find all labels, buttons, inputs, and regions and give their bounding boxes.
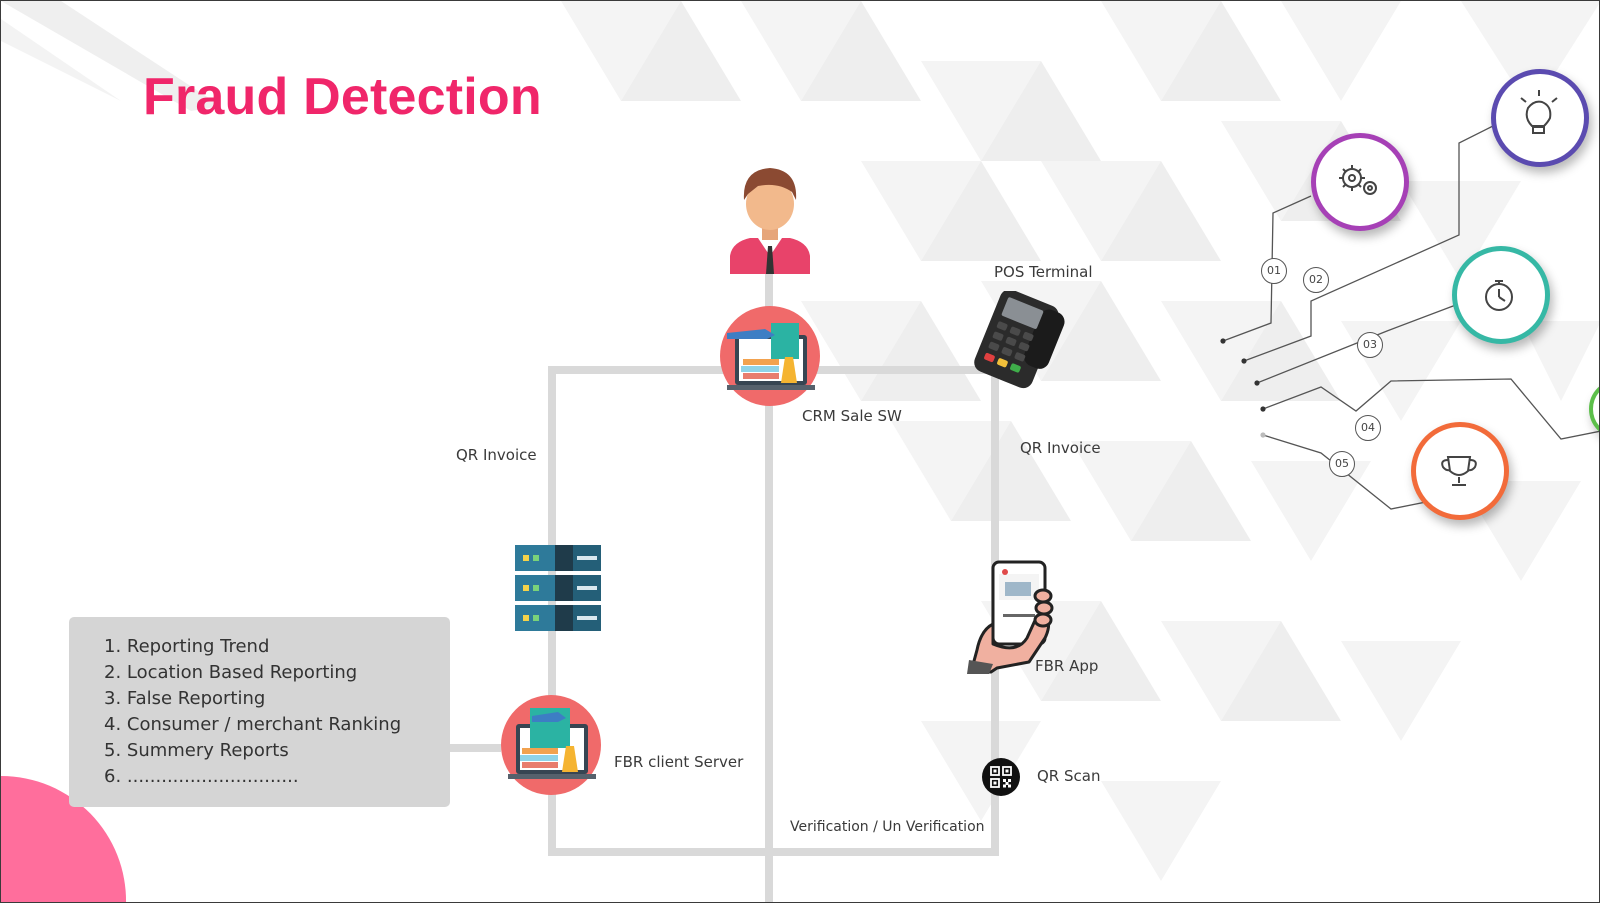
stopwatch-icon: [1485, 280, 1513, 311]
step-number-03: 03: [1357, 332, 1383, 358]
verification-label: Verification / Un Verification: [790, 819, 985, 835]
right-connector: [548, 370, 999, 856]
list-item: 2. Location Based Reporting: [104, 662, 358, 683]
step-number-05: 05: [1329, 451, 1355, 477]
step-circle-trophy: [1411, 422, 1509, 520]
corner-decoration: [1, 1, 221, 111]
reports-list: 1. Reporting Trend 2. Location Based Rep…: [104, 634, 401, 790]
step-circle-stopwatch: [1452, 246, 1550, 344]
step-number-04: 04: [1355, 415, 1381, 441]
phone-in-hand-icon: [967, 560, 1054, 674]
qr-invoice-left-label: QR Invoice: [456, 446, 537, 464]
crm-sale-sw-label: CRM Sale SW: [802, 407, 902, 425]
fbr-app-label: FBR App: [1035, 657, 1099, 675]
step-circle-lightbulb: [1491, 69, 1589, 167]
trophy-icon: [1441, 456, 1477, 486]
step-circle-gears: [1311, 133, 1409, 231]
list-item: 5. Summery Reports: [104, 740, 289, 761]
user-icon: [730, 168, 810, 274]
top-connector: [548, 366, 995, 744]
pos-terminal-label: POS Terminal: [994, 263, 1093, 281]
lightbulb-icon: [1520, 90, 1558, 134]
step-number-01: 01: [1261, 258, 1287, 284]
fbr-client-server-label: FBR client Server: [614, 753, 744, 771]
pink-accent-shape: [1, 776, 126, 902]
list-item: 3. False Reporting: [104, 688, 266, 709]
pos-terminal-icon: [974, 291, 1065, 389]
gears-icon: [1339, 165, 1377, 195]
laptop-workstation-icon: [501, 695, 601, 795]
qr-code-icon: [982, 758, 1020, 796]
server-stack-icon: [515, 545, 601, 631]
step-number-02: 02: [1303, 267, 1329, 293]
reports-list-box: 1. Reporting Trend 2. Location Based Rep…: [69, 617, 450, 807]
list-item: 6. ..............................: [104, 766, 299, 787]
page-title: Fraud Detection: [143, 68, 542, 126]
laptop-workstation-icon: [720, 306, 820, 406]
list-item: 4. Consumer / merchant Ranking: [104, 714, 402, 735]
list-item: 1. Reporting Trend: [104, 636, 270, 657]
qr-scan-label: QR Scan: [1037, 767, 1101, 785]
qr-invoice-right-label: QR Invoice: [1020, 439, 1101, 457]
